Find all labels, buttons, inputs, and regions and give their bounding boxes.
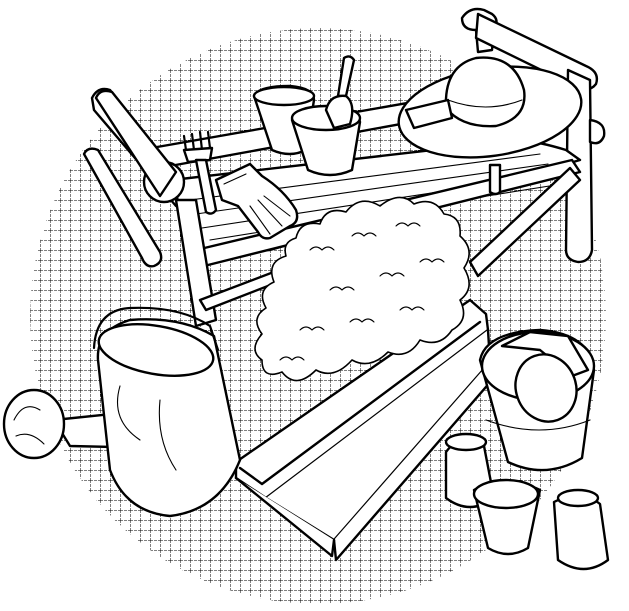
watering-can	[2, 306, 242, 518]
small-clay-pots	[444, 432, 610, 571]
gardening-glove	[214, 162, 299, 240]
flower-planter	[234, 298, 494, 562]
stacked-clay-pots	[478, 328, 596, 472]
flower-pot-with-trowel	[290, 55, 362, 177]
sun-hat	[397, 56, 583, 159]
trowel	[336, 55, 356, 98]
hand-fork	[182, 130, 218, 215]
flowers	[254, 196, 470, 382]
